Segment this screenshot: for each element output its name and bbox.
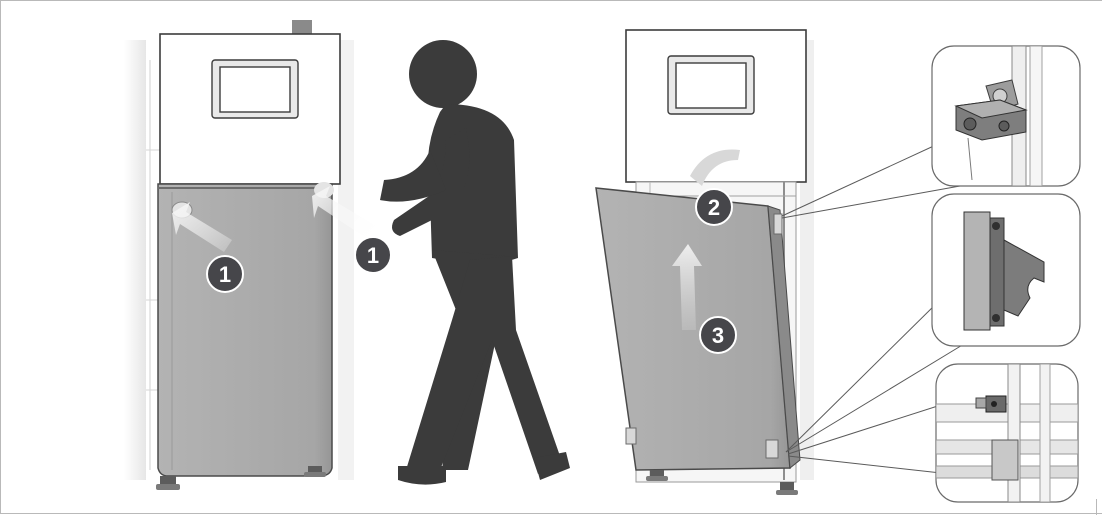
left-cabinet-display-screen	[220, 67, 290, 112]
step-badge-1-left: 1	[207, 256, 243, 292]
step-badge-2: 2	[696, 189, 732, 225]
left-cabinet-side-rail	[124, 40, 146, 480]
step-badge-1-person: 1	[355, 237, 391, 273]
panel-hinge-left	[626, 428, 636, 444]
detail-bracket-middle	[932, 194, 1080, 346]
step-badge-1-person-label: 1	[367, 243, 379, 268]
left-cabinet	[124, 20, 376, 490]
left-front-panel	[158, 184, 332, 476]
panel-top-hook	[774, 214, 782, 234]
panel-hinge-right	[766, 440, 778, 458]
person-foot-left	[398, 466, 446, 485]
step-badge-3-label: 3	[712, 323, 724, 348]
right-foot	[308, 466, 322, 472]
person-head	[409, 40, 477, 108]
detail2-post	[964, 212, 990, 330]
right-cabinet	[596, 30, 814, 495]
right-cabinet-display-screen	[676, 63, 746, 108]
step-badge-2-label: 2	[708, 195, 720, 220]
detail-hinge-bottom	[936, 364, 1078, 502]
detail-hook-top	[932, 46, 1080, 186]
step-badge-1-left-label: 1	[219, 262, 231, 287]
person-figure	[380, 40, 570, 485]
right-cabinet-foot-right	[780, 482, 794, 490]
right-cabinet-foot-left	[650, 470, 664, 476]
step-badge-3: 3	[700, 317, 736, 353]
left-foot	[160, 476, 176, 484]
